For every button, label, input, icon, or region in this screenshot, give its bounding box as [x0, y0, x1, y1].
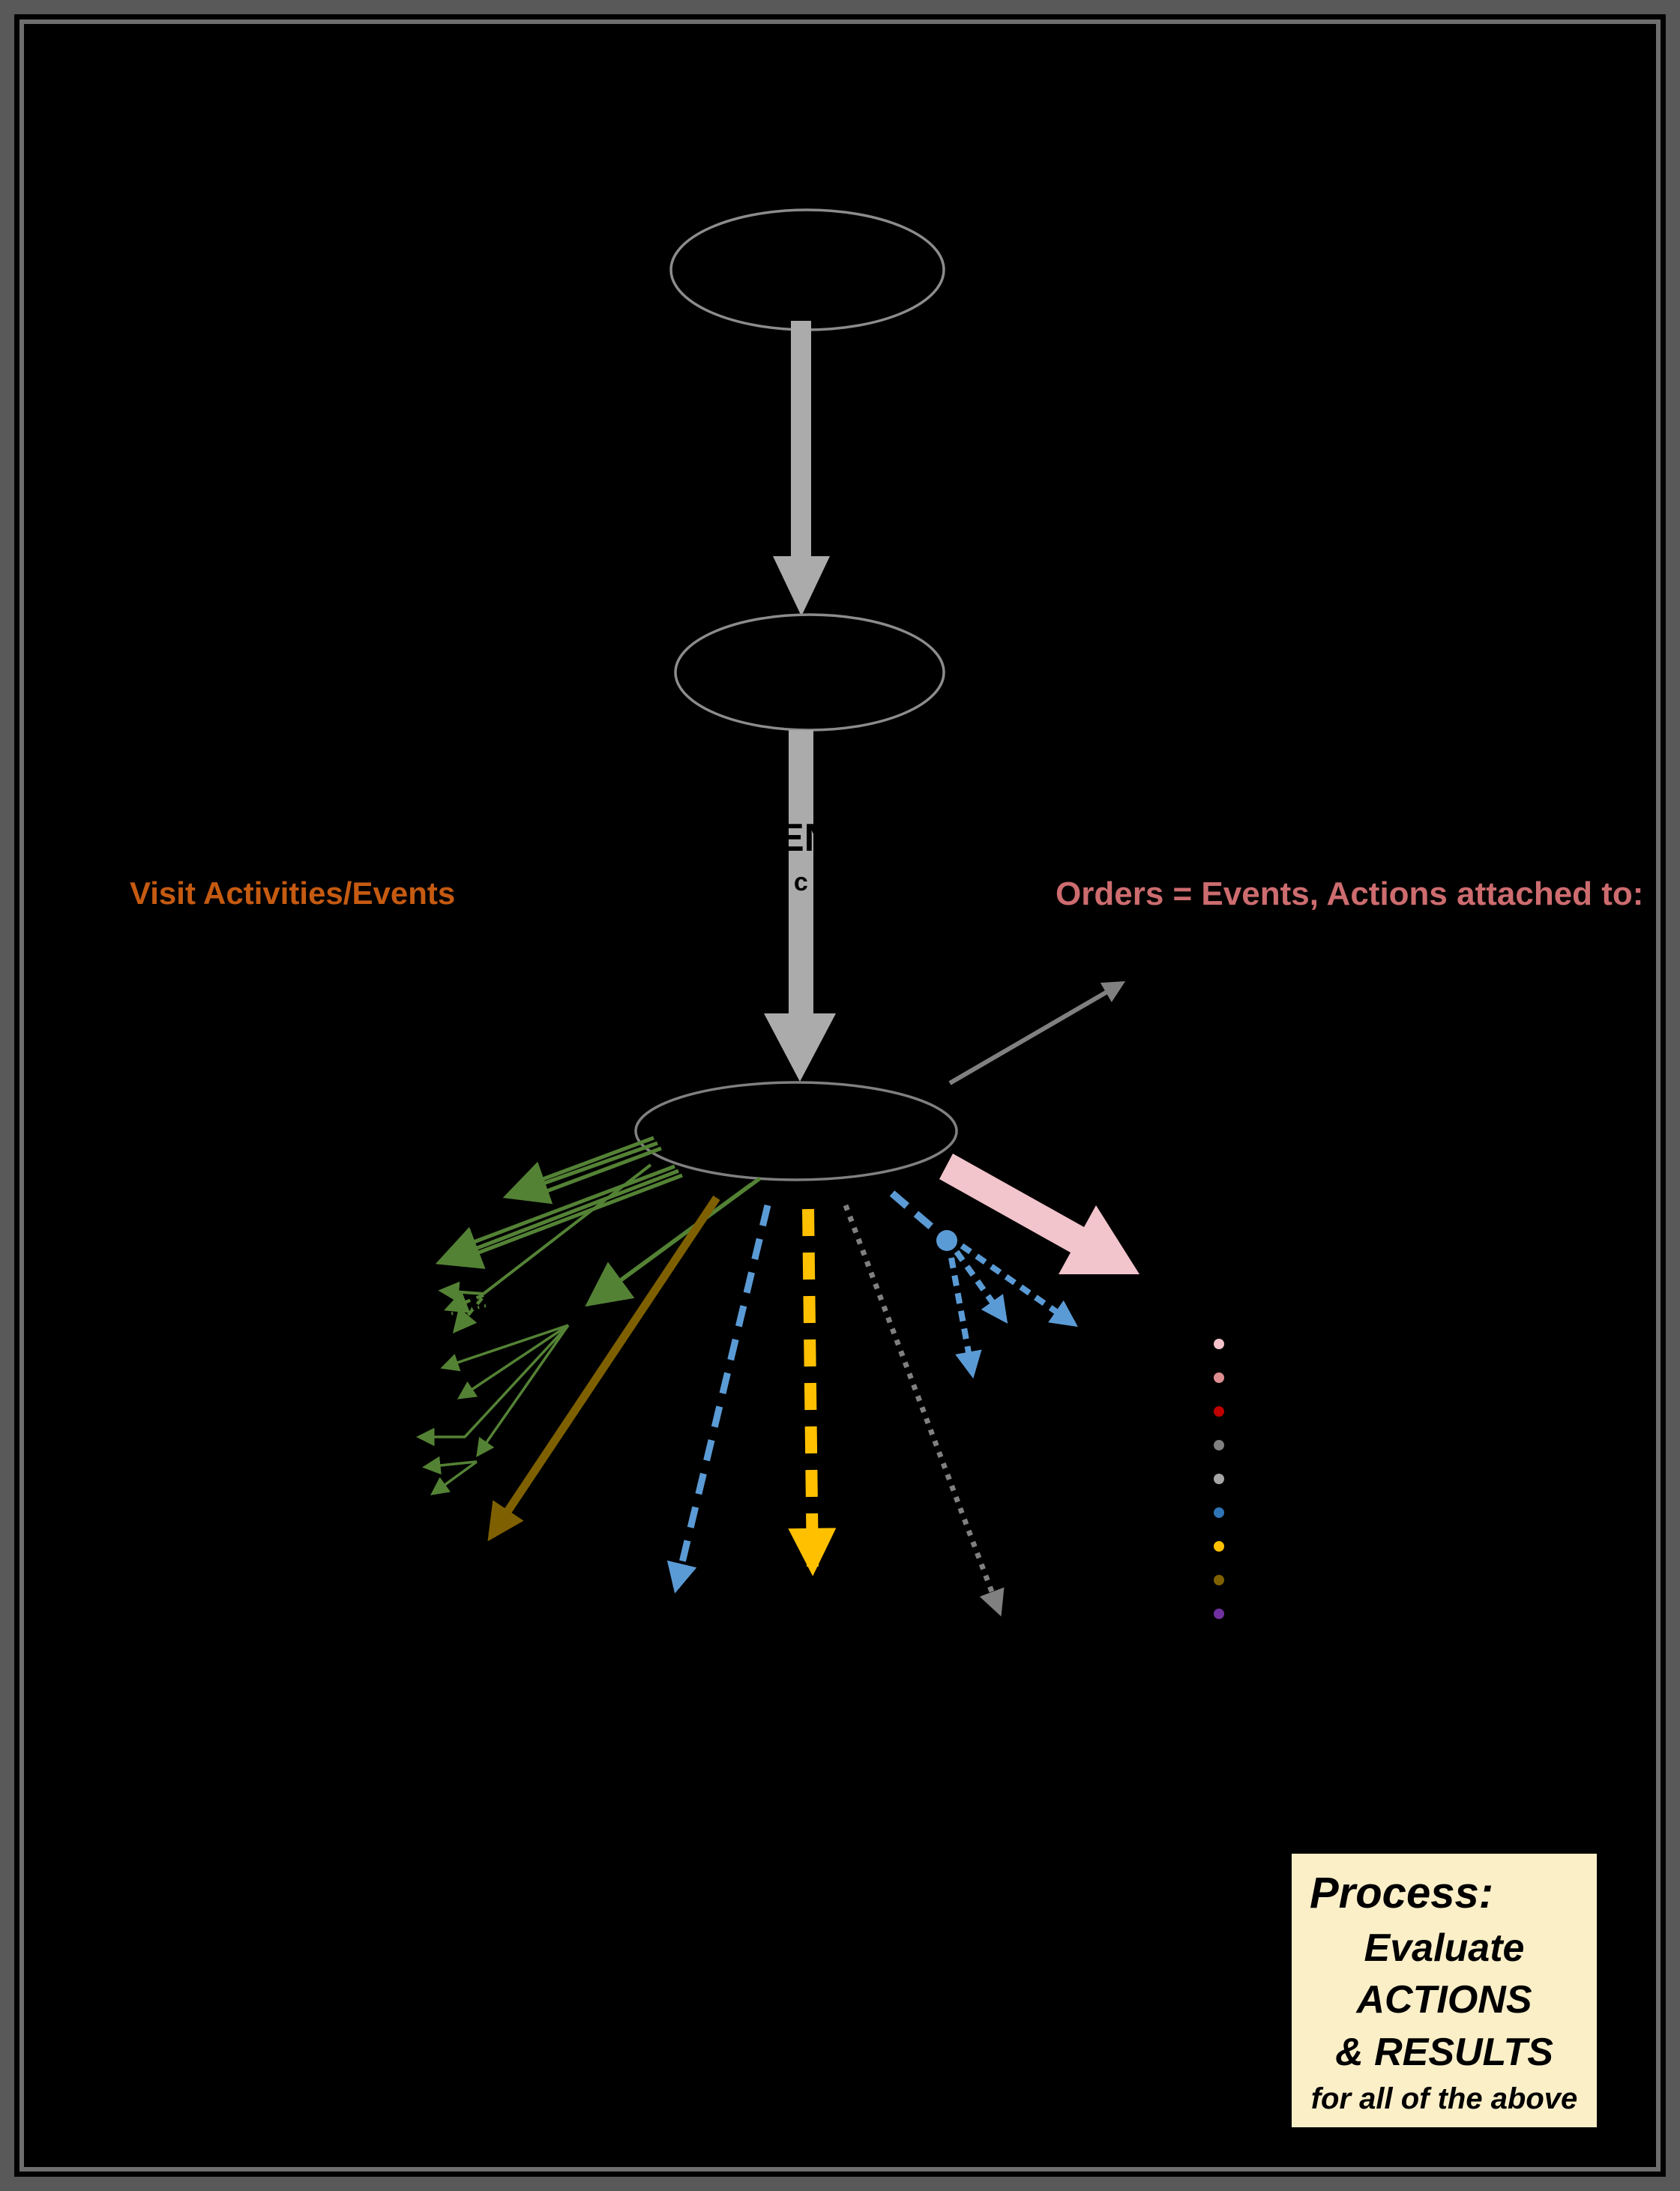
process-box-line-actions: ACTIONS: [1356, 1978, 1532, 2022]
node-ellipse-bottom: [634, 1081, 958, 1181]
page-background: [14, 14, 1666, 2177]
olive-arrow: [487, 1195, 720, 1542]
gray-arrow-2: [764, 730, 836, 1082]
blue-dashed-arrow-long: [666, 1204, 771, 1594]
process-box-title: Process:: [1310, 1868, 1494, 1917]
process-box-line-forall: for all of the above: [1310, 2082, 1578, 2116]
legend-dot: [1214, 1339, 1224, 1349]
process-box-line-evaluate: Evaluate: [1364, 1926, 1525, 1970]
legend-dot: [1214, 1474, 1224, 1484]
blue-dot-fan: [889, 1190, 1078, 1379]
node-ellipse-middle: [674, 613, 945, 732]
hidden-text-fragment-large: EN: [778, 816, 833, 860]
legend-dot: [1214, 1575, 1224, 1585]
green-arrow-group: [416, 1136, 762, 1495]
legend-dot: [1214, 1372, 1224, 1383]
hidden-text-fragment-small: , c: [780, 868, 808, 896]
inner-border-frame: [19, 19, 1661, 2172]
gray-dotted-arrow: [843, 1204, 1005, 1617]
pink-thick-arrow: [939, 1154, 1139, 1274]
legend-dot-column: [1214, 1339, 1224, 1619]
legend-dot: [1214, 1440, 1224, 1450]
blue-hub-dot: [936, 1230, 957, 1251]
legend-dot: [1214, 1507, 1224, 1518]
gray-pointer-to-orders: [948, 980, 1126, 1085]
orders-events-label: Orders = Events, Actions attached to:: [1056, 876, 1644, 912]
gray-arrow-1: [773, 321, 830, 616]
legend-dot: [1214, 1541, 1224, 1552]
process-box: Process: Evaluate ACTIONS & RESULTS for …: [1292, 1854, 1597, 2127]
process-box-line-results: & RESULTS: [1335, 2031, 1553, 2075]
node-ellipse-top: [669, 208, 945, 331]
visit-activities-label: Visit Activities/Events: [130, 876, 456, 911]
legend-dot: [1214, 1609, 1224, 1619]
gold-dashed-arrow: [788, 1208, 837, 1576]
legend-dot: [1214, 1406, 1224, 1417]
